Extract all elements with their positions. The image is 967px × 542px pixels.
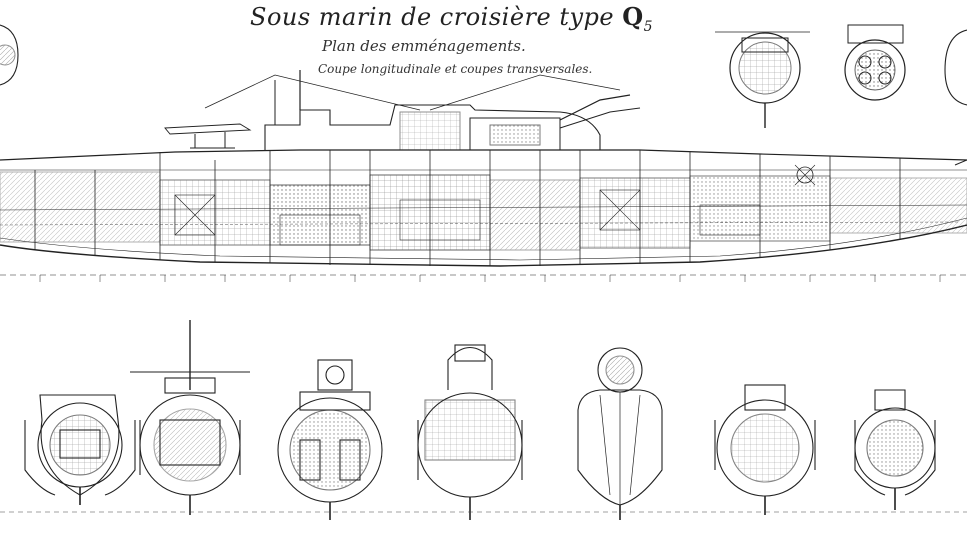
transverse-section-5 (577, 347, 663, 520)
transverse-section-3 (277, 359, 383, 520)
upper-cross-sections (0, 24, 967, 128)
transverse-section-2 (130, 320, 250, 515)
transverse-section-7 (854, 389, 936, 510)
transverse-sections (24, 320, 936, 520)
longitudinal-section (0, 70, 967, 282)
title-index: 5 (643, 18, 654, 35)
drawing-subtitle: Plan des emménagements. (322, 37, 526, 55)
drawing-title: Sous marin de croisière type Q5 (250, 2, 653, 35)
transverse-section-4 (417, 344, 523, 520)
title-main: Sous marin de croisière type (250, 3, 615, 31)
transverse-section-1 (24, 394, 136, 505)
transverse-section-6 (714, 384, 816, 515)
drawing-subsubtitle: Coupe longitudinale et coupes transversa… (318, 62, 593, 76)
title-type: Q (622, 2, 644, 31)
